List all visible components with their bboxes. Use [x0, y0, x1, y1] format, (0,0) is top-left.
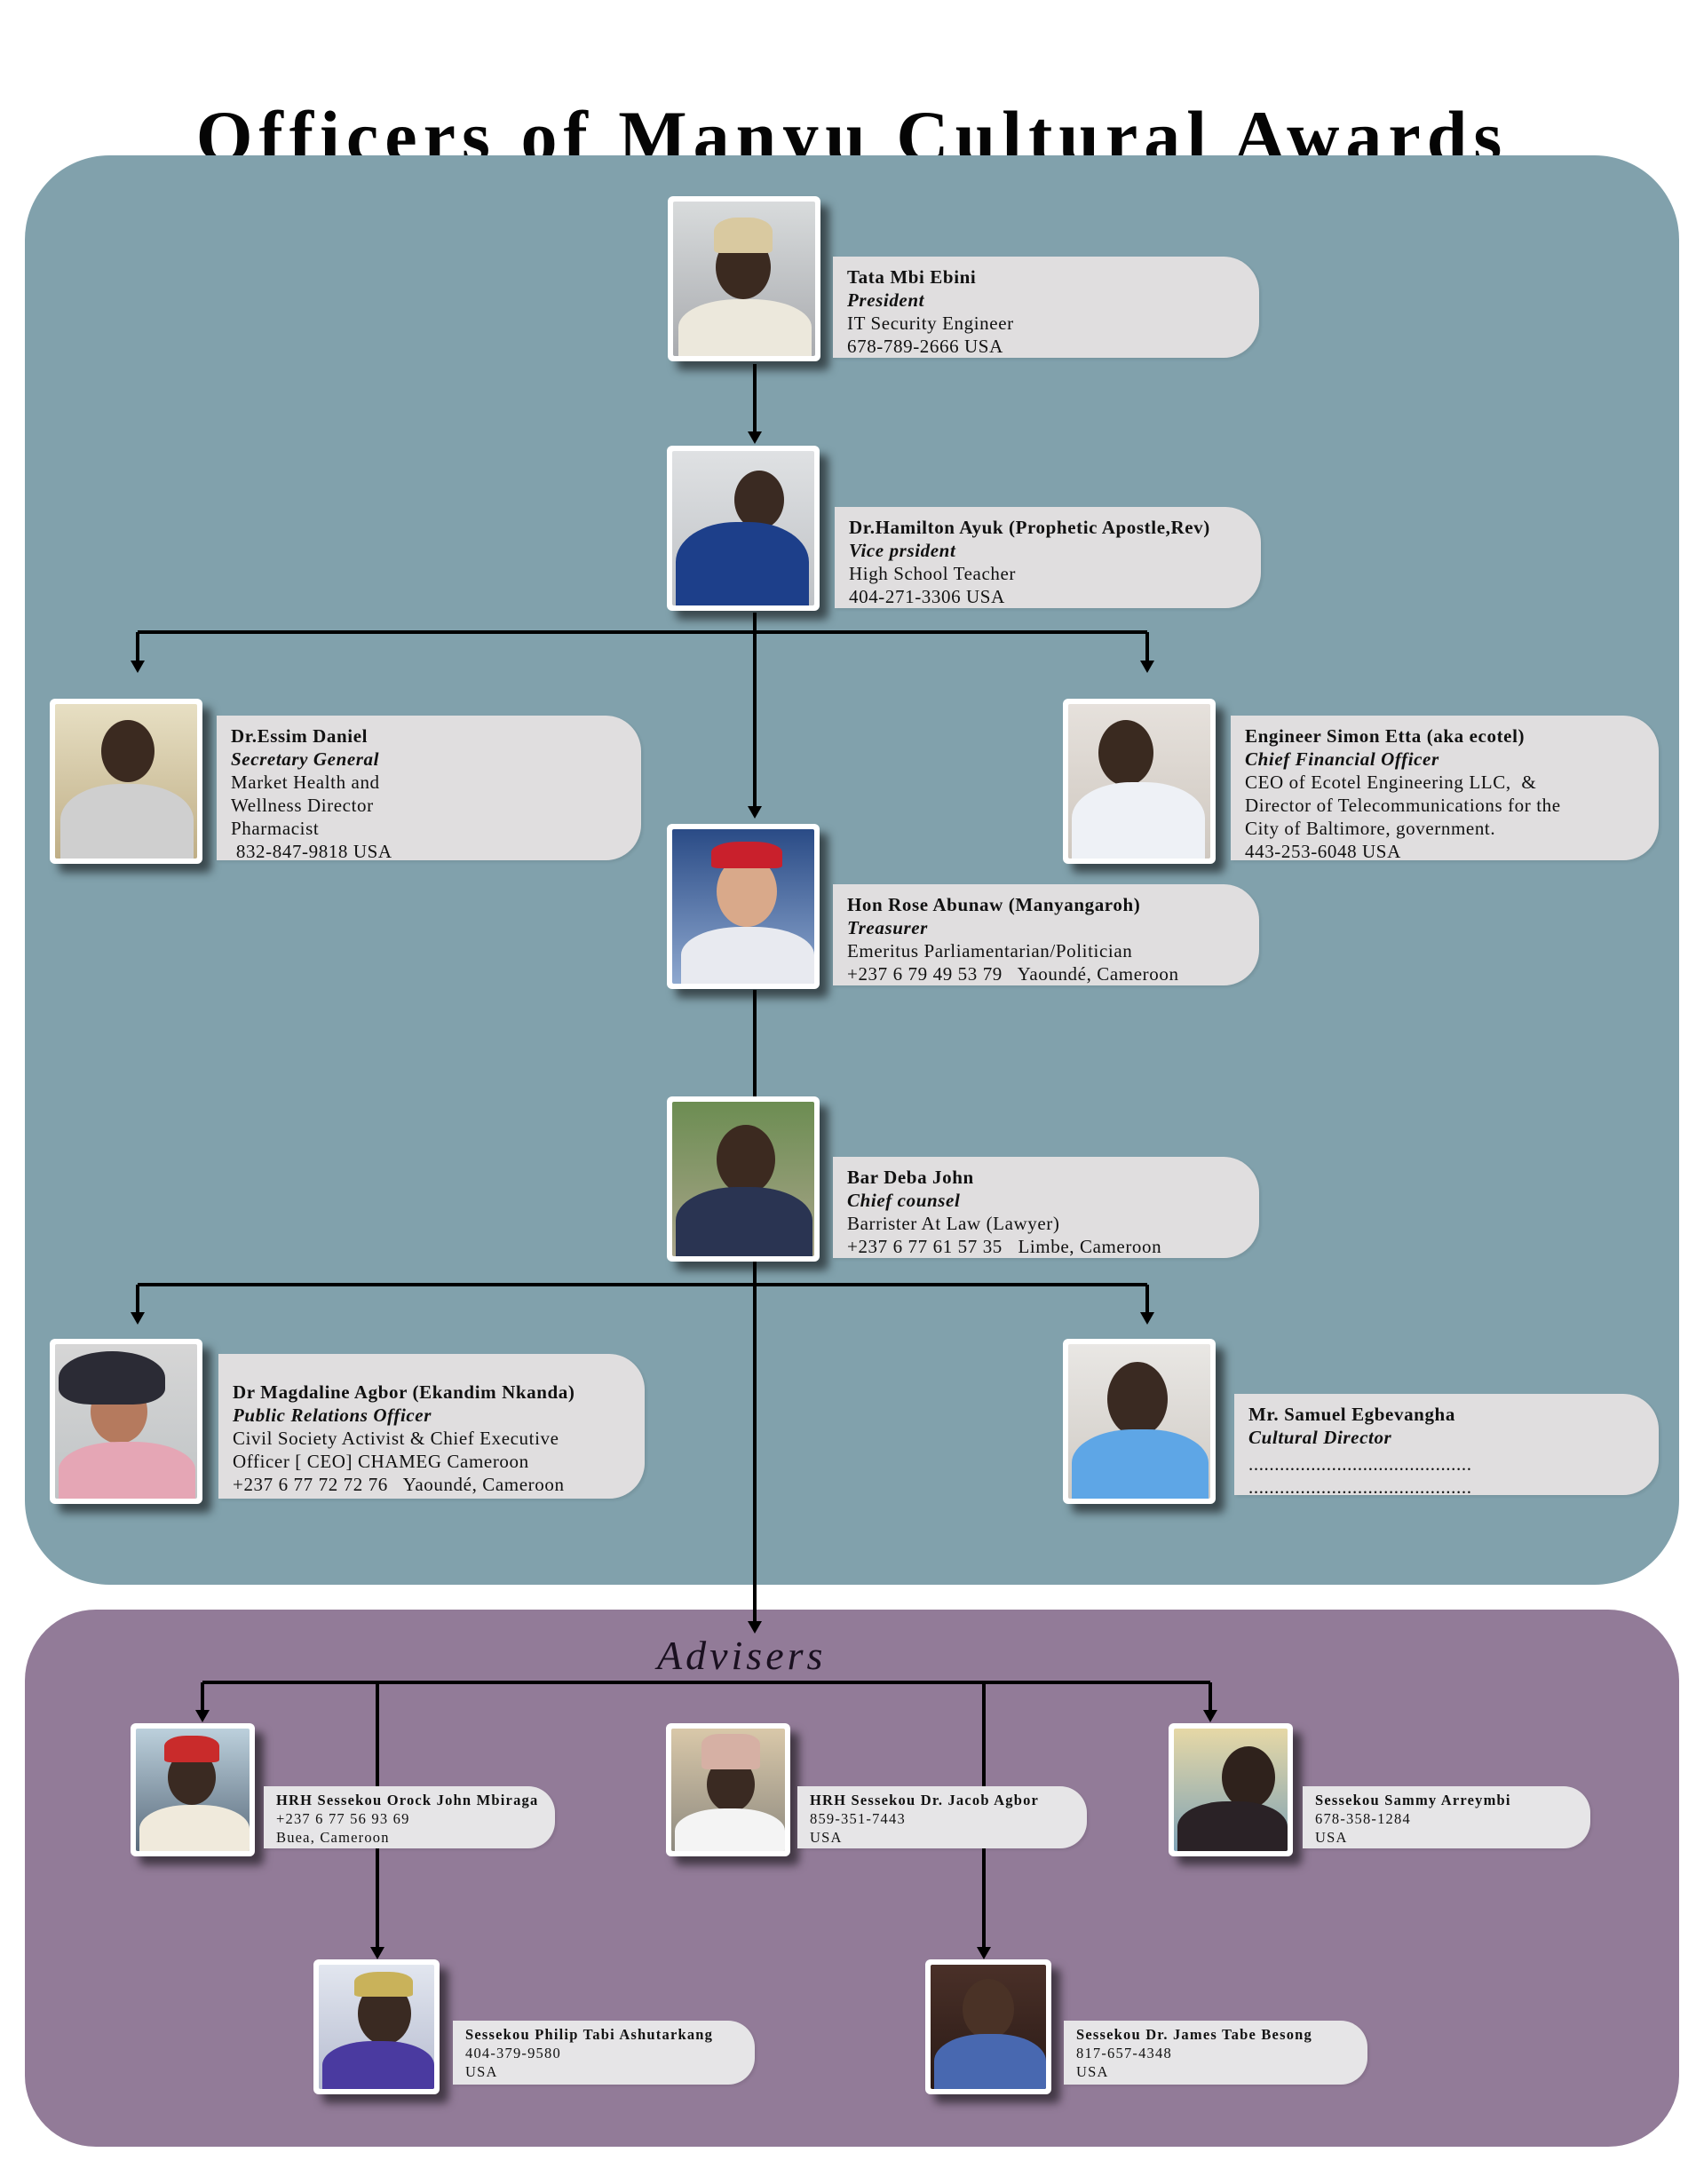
president-card: Tata Mbi Ebini President IT Security Eng…: [833, 257, 1259, 358]
secretary-general-detail-3: Pharmacist: [231, 818, 320, 839]
adviser-name: Sessekou Philip Tabi Ashutarkang: [465, 2026, 714, 2043]
vice-president-card: Dr.Hamilton Ayuk (Prophetic Apostle,Rev)…: [835, 507, 1261, 608]
cfo-detail-1: CEO of Ecotel Engineering LLC, &: [1245, 772, 1537, 793]
pro-detail-1: Civil Society Activist & Chief Executive: [233, 1428, 559, 1449]
adviser-card: HRH Sessekou Orock John Mbiraga +237 6 7…: [264, 1786, 555, 1848]
president-photo: [668, 196, 820, 361]
advisers-heading: Advisers: [657, 1633, 827, 1678]
vice-president-role: Vice prsident: [849, 540, 956, 561]
pro-role: Public Relations Officer: [233, 1405, 432, 1426]
adviser-phone: 859-351-7443: [810, 1810, 906, 1827]
treasurer-phone: +237 6 79 49 53 79 Yaoundé, Cameroon: [847, 963, 1179, 985]
adviser-photo: [666, 1723, 790, 1856]
adviser-photo: [925, 1959, 1051, 2094]
secretary-general-role: Secretary General: [231, 748, 380, 770]
secretary-general-detail-1: Market Health and: [231, 772, 380, 793]
cfo-name: Engineer Simon Etta (aka ecotel): [1245, 725, 1526, 747]
treasurer-card: Hon Rose Abunaw (Manyangaroh) Treasurer …: [833, 884, 1259, 985]
president-detail: IT Security Engineer: [847, 313, 1014, 334]
adviser-photo: [131, 1723, 255, 1856]
cultural-director-card: Mr. Samuel Egbevangha Cultural Director …: [1234, 1394, 1659, 1498]
treasurer-name: Hon Rose Abunaw (Manyangaroh): [847, 894, 1141, 915]
adviser-phone: 404-379-9580: [465, 2045, 561, 2061]
president-phone: 678-789-2666 USA: [847, 336, 1003, 357]
cfo-photo: [1063, 699, 1216, 864]
adviser-phone: 678-358-1284: [1315, 1810, 1411, 1827]
adviser-card: Sessekou Sammy Arreymbi 678-358-1284 USA: [1303, 1786, 1590, 1848]
cultural-director-placeholder-1: ........................................…: [1248, 1453, 1472, 1475]
pro-photo: [50, 1339, 202, 1504]
adviser-photo: [313, 1959, 440, 2094]
adviser-photo: [1169, 1723, 1293, 1856]
adviser-location: USA: [1076, 2063, 1109, 2080]
cultural-director-photo: [1063, 1339, 1216, 1504]
treasurer-photo: [667, 824, 820, 989]
secretary-general-card: Dr.Essim Daniel Secretary General Market…: [217, 716, 641, 862]
secretary-general-name: Dr.Essim Daniel: [231, 725, 369, 747]
adviser-location: USA: [465, 2063, 498, 2080]
pro-detail-2: Officer [ CEO] CHAMEG Cameroon: [233, 1451, 529, 1472]
treasurer-detail: Emeritus Parliamentarian/Politician: [847, 940, 1133, 961]
adviser-card: Sessekou Philip Tabi Ashutarkang 404-379…: [453, 2021, 755, 2085]
cultural-director-placeholder-2: ........................................…: [1248, 1476, 1472, 1498]
cfo-role: Chief Financial Officer: [1245, 748, 1439, 770]
cfo-card: Engineer Simon Etta (aka ecotel) Chief F…: [1231, 716, 1659, 862]
adviser-location: USA: [810, 1829, 843, 1846]
pro-name: Dr Magdaline Agbor (Ekandim Nkanda): [233, 1381, 575, 1403]
officers-panel: [25, 155, 1679, 1585]
adviser-name: HRH Sessekou Dr. Jacob Agbor: [810, 1792, 1040, 1808]
adviser-location: USA: [1315, 1829, 1348, 1846]
chief-counsel-card: Bar Deba John Chief counsel Barrister At…: [833, 1157, 1259, 1258]
vice-president-phone: 404-271-3306 USA: [849, 586, 1005, 607]
adviser-card: Sessekou Dr. James Tabe Besong 817-657-4…: [1064, 2021, 1367, 2085]
adviser-location: Buea, Cameroon: [276, 1829, 390, 1846]
vice-president-name: Dr.Hamilton Ayuk (Prophetic Apostle,Rev): [849, 517, 1210, 538]
vice-president-detail: High School Teacher: [849, 563, 1016, 584]
pro-card: Dr Magdaline Agbor (Ekandim Nkanda) Publ…: [218, 1354, 645, 1499]
chief-counsel-phone: +237 6 77 61 57 35 Limbe, Cameroon: [847, 1236, 1162, 1257]
secretary-general-phone: 832-847-9818 USA: [231, 841, 392, 862]
chief-counsel-role: Chief counsel: [847, 1190, 961, 1211]
cfo-detail-3: City of Baltimore, government.: [1245, 818, 1496, 839]
adviser-name: HRH Sessekou Orock John Mbiraga: [276, 1792, 539, 1808]
secretary-general-photo: [50, 699, 202, 864]
chief-counsel-detail: Barrister At Law (Lawyer): [847, 1213, 1060, 1234]
chief-counsel-photo: [667, 1096, 820, 1262]
cultural-director-role: Cultural Director: [1248, 1427, 1392, 1448]
cfo-phone: 443-253-6048 USA: [1245, 841, 1401, 862]
vice-president-photo: [667, 446, 820, 611]
adviser-phone: 817-657-4348: [1076, 2045, 1172, 2061]
adviser-card: HRH Sessekou Dr. Jacob Agbor 859-351-744…: [797, 1786, 1087, 1848]
advisers-panel: [25, 1610, 1679, 2147]
chief-counsel-name: Bar Deba John: [847, 1167, 974, 1188]
secretary-general-detail-2: Wellness Director: [231, 795, 374, 816]
adviser-name: Sessekou Sammy Arreymbi: [1315, 1792, 1511, 1808]
treasurer-role: Treasurer: [847, 917, 928, 938]
president-name: Tata Mbi Ebini: [847, 266, 977, 288]
cfo-detail-2: Director of Telecommunications for the: [1245, 795, 1561, 816]
president-role: President: [847, 289, 925, 311]
adviser-name: Sessekou Dr. James Tabe Besong: [1076, 2026, 1312, 2043]
adviser-phone: +237 6 77 56 93 69: [276, 1810, 410, 1827]
cultural-director-name: Mr. Samuel Egbevangha: [1248, 1404, 1455, 1425]
pro-phone: +237 6 77 72 72 76 Yaoundé, Cameroon: [233, 1474, 565, 1495]
